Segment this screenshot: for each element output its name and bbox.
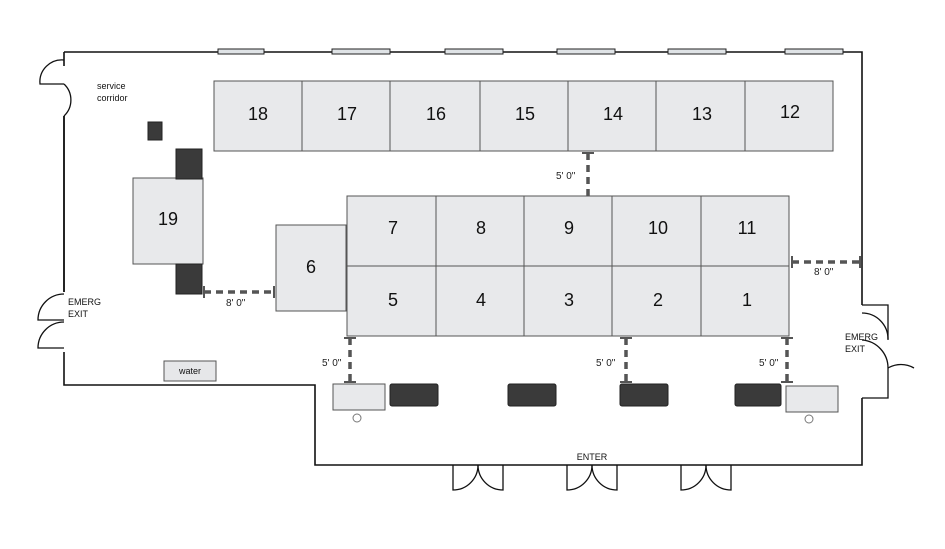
windows [217, 48, 844, 55]
entrance-doors-icon [452, 464, 732, 491]
table-block [619, 383, 669, 407]
emergency-exit-right-door-icon [861, 304, 915, 399]
measurement-left-gap: 8' 0" [226, 298, 246, 309]
enter-label: ENTER [577, 452, 608, 462]
booth-10-label: 10 [648, 218, 668, 238]
booth-9-label: 9 [564, 218, 574, 238]
booth-13-label: 13 [692, 104, 712, 124]
chair-icon [352, 413, 362, 423]
booth-6[interactable]: 6 [275, 224, 347, 312]
booth-14[interactable]: 14 [567, 80, 657, 152]
booth-12[interactable]: 12 [744, 80, 834, 152]
booth-19[interactable]: 19 [132, 177, 204, 265]
booth-15[interactable]: 15 [479, 80, 569, 152]
emerg-exit-left-label-line1: EMERG [68, 297, 101, 307]
water-station [163, 360, 217, 382]
booth-18[interactable]: 18 [213, 80, 303, 152]
measurement-right-gap: 8' 0" [814, 267, 834, 278]
service-corridor-label-line2: corridor [97, 93, 128, 103]
emerg-exit-left-label-line2: EXIT [68, 309, 89, 319]
table-block [175, 263, 203, 295]
booth-1-label: 1 [742, 290, 752, 310]
booth-15-label: 15 [515, 104, 535, 124]
booth-7[interactable]: 7 [346, 195, 437, 267]
booth-8-label: 8 [476, 218, 486, 238]
chair-icon [804, 414, 814, 424]
booth-14-label: 14 [603, 104, 623, 124]
booth-3[interactable]: 3 [523, 265, 613, 337]
emerg-exit-right-label-line1: EMERG [845, 332, 878, 342]
measurement-bottom-mid: 5' 0" [596, 358, 616, 369]
emerg-exit-right-label-line2: EXIT [845, 344, 866, 354]
table-block [389, 383, 439, 407]
booth-10[interactable]: 10 [611, 195, 702, 267]
booth-2[interactable]: 2 [611, 265, 702, 337]
booth-7-label: 7 [388, 218, 398, 238]
table-block [734, 383, 782, 407]
service-door-icon [39, 59, 72, 117]
table-block [175, 148, 203, 180]
booth-2-label: 2 [653, 290, 663, 310]
booth-11[interactable]: 11 [700, 195, 790, 267]
measurement-bottom-left: 5' 0" [322, 358, 342, 369]
booth-13[interactable]: 13 [655, 80, 746, 152]
booth-17-label: 17 [337, 104, 357, 124]
booth-11-label: 11 [738, 218, 757, 238]
booth-16[interactable]: 16 [389, 80, 481, 152]
booth-4[interactable]: 4 [435, 265, 525, 337]
booth-19-label: 19 [158, 209, 178, 229]
booth-18-label: 18 [248, 104, 268, 124]
water-label: water [178, 366, 201, 376]
booth-12-label: 12 [780, 102, 800, 122]
table-block [147, 121, 163, 141]
measurement-top-mid: 5' 0" [556, 171, 576, 182]
booth-6-label: 6 [306, 257, 316, 277]
booth-4-label: 4 [476, 290, 486, 310]
booth-17[interactable]: 17 [301, 80, 391, 152]
emergency-exit-left-door-icon [37, 293, 65, 349]
outer-wall [63, 51, 863, 466]
booth-1[interactable]: 1 [700, 265, 790, 337]
table-block [507, 383, 557, 407]
booth-8[interactable]: 8 [435, 195, 525, 267]
booth-5[interactable]: 5 [346, 265, 437, 337]
booth-16-label: 16 [426, 104, 446, 124]
booth-5-label: 5 [388, 290, 398, 310]
registration-table [785, 385, 839, 413]
measurement-bottom-right: 5' 0" [759, 358, 779, 369]
booth-3-label: 3 [564, 290, 574, 310]
service-corridor-label-line1: service [97, 81, 126, 91]
booth-9[interactable]: 9 [523, 195, 613, 267]
registration-table [332, 383, 386, 411]
